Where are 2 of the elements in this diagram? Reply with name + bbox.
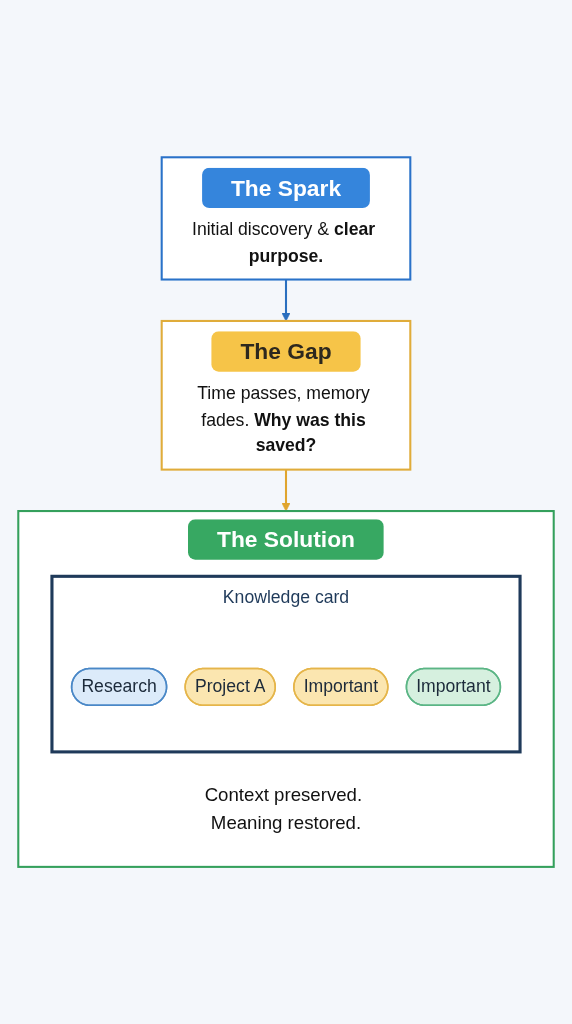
node-box: The Gap Time passes, memory fades. Why was this saved? bbox=[160, 319, 412, 471]
node-box: The Spark Initial discovery & clear purpose. bbox=[160, 156, 412, 281]
